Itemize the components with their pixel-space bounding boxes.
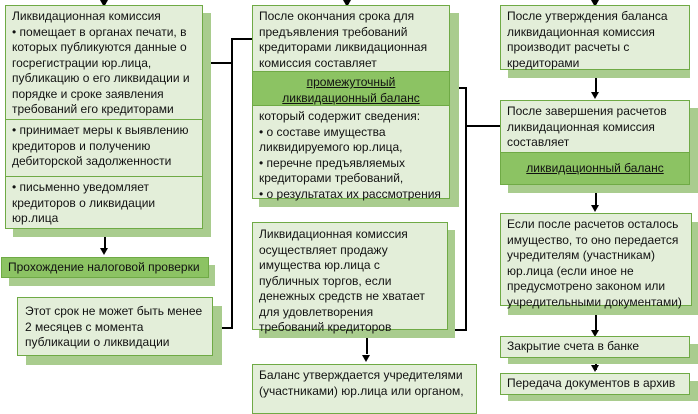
arrow-down-icon [591, 365, 599, 372]
arrow-down-icon [591, 92, 599, 99]
commission-item-creditors: • принимает меры к выявлению кредиторов … [12, 123, 189, 168]
commission-creditors-section: • принимает меры к выявлению кредиторов … [6, 119, 202, 176]
commission-publish-section: Ликвидационная комиссия • помещает в орг… [6, 6, 202, 119]
interim-details-title: который содержит сведения: [259, 109, 421, 123]
arrow-down-icon [100, 248, 108, 255]
connector-line [203, 62, 232, 64]
tax-check-box: Прохождение налоговой проверки [1, 257, 209, 278]
arrow-down-icon [343, 0, 351, 7]
final-intro-section: После завершения расчетов ликвидационная… [501, 101, 689, 152]
interim-intro-text: После окончания срока для предъявления т… [259, 9, 428, 70]
public-sale-box: Ликвидационная комиссия осуществляет про… [252, 222, 448, 334]
connector-line [218, 327, 233, 329]
interim-intro-section: После окончания срока для предъявления т… [253, 6, 449, 71]
balance-approval-text: Баланс утверждается учредителями (участн… [259, 368, 464, 398]
connector-line [465, 125, 501, 127]
creditor-settlement-box: После утверждения баланса ликвидационная… [500, 5, 690, 70]
balance-approval-box: Баланс утверждается учредителями (участн… [252, 364, 477, 414]
remaining-property-box: Если после расчетов осталось имущество, … [500, 213, 692, 309]
creditor-settlement-text: После утверждения баланса ликвидационная… [507, 9, 668, 70]
interim-balance-box: После окончания срока для предъявления т… [252, 5, 450, 201]
term-note-box: Этот срок не может быть менее 2 месяцев … [17, 297, 213, 356]
remaining-property-text: Если после расчетов осталось имущество, … [507, 217, 682, 309]
archive-transfer-box: Передача документов в архив [500, 373, 690, 395]
final-intro-text: После завершения расчетов ликвидационная… [507, 104, 667, 149]
arrow-down-icon [362, 355, 370, 362]
connector-line [366, 329, 368, 354]
connector-line [595, 358, 597, 370]
final-balance-box: После завершения расчетов ликвидационная… [500, 100, 690, 185]
arrow-down-icon [591, 0, 599, 7]
connector-line [465, 87, 467, 331]
connector-line [231, 305, 233, 328]
interim-detail-claims: • перечне предъявляемых кредиторами треб… [259, 155, 406, 186]
tax-check-label: Прохождение налоговой проверки [8, 260, 200, 274]
commission-item-publish: • помещает в органах печати, в которых п… [12, 24, 190, 117]
interim-detail-results: • о результатах их рассмотрения [259, 186, 441, 201]
arrow-down-icon [591, 205, 599, 212]
interim-highlight-section: промежуточный ликвидационный баланс [253, 71, 449, 105]
interim-balance-link[interactable]: промежуточный ликвидационный баланс [282, 75, 420, 105]
connector-line [231, 38, 233, 308]
archive-transfer-text: Передача документов в архив [507, 376, 676, 390]
final-balance-link[interactable]: ликвидационный баланс [526, 161, 664, 175]
connector-line [595, 185, 597, 207]
arrow-down-icon [100, 0, 108, 7]
commission-duties-box: Ликвидационная комиссия • помещает в орг… [5, 5, 203, 229]
arrow-down-icon [591, 330, 599, 337]
commission-notify-section: • письменно уведомляет кредиторов о ликв… [6, 176, 202, 230]
connector-line [595, 70, 597, 92]
final-highlight-section: ликвидационный баланс [501, 152, 689, 184]
term-note-text: Этот срок не может быть менее 2 месяцев … [25, 304, 203, 349]
connector-line [104, 230, 106, 250]
connector-line [595, 305, 597, 330]
commission-item-notify: • письменно уведомляет кредиторов о ликв… [12, 180, 156, 225]
bank-closure-text: Закрытие счета в банке [507, 339, 640, 353]
connector-line [231, 38, 252, 40]
bank-closure-box: Закрытие счета в банке [500, 336, 690, 358]
interim-detail-property: • о составе имущества ликвидируемого юр.… [259, 124, 403, 155]
public-sale-text: Ликвидационная комиссия осуществляет про… [259, 227, 425, 334]
commission-title: Ликвидационная комиссия [12, 9, 161, 23]
interim-details-section: который содержит сведения: • о составе и… [253, 105, 449, 205]
